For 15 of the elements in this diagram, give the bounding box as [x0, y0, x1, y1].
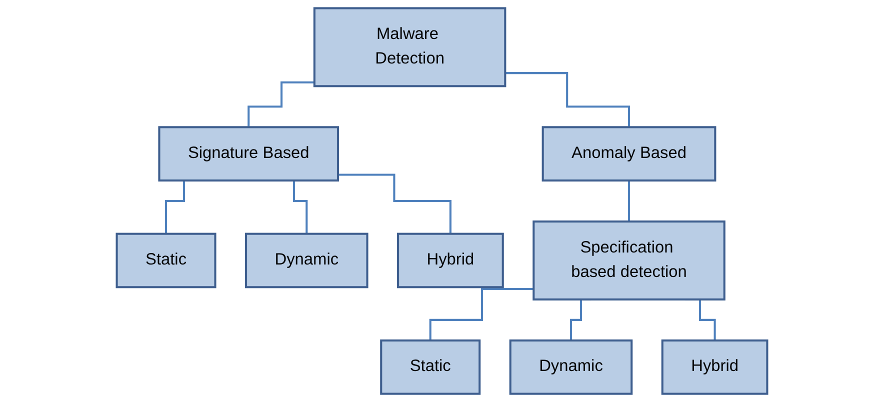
node-box [661, 339, 768, 395]
node-box [532, 220, 726, 300]
node-box [313, 7, 506, 88]
connector [248, 81, 314, 128]
node-box [158, 126, 340, 182]
node-box [380, 339, 481, 395]
node-box [397, 232, 504, 288]
connector [338, 174, 452, 235]
connector [429, 288, 534, 342]
node-box [244, 232, 368, 288]
connector [628, 179, 630, 223]
connector [505, 72, 630, 128]
node-box [542, 126, 716, 182]
node-box [116, 232, 216, 288]
node-box [509, 339, 633, 395]
